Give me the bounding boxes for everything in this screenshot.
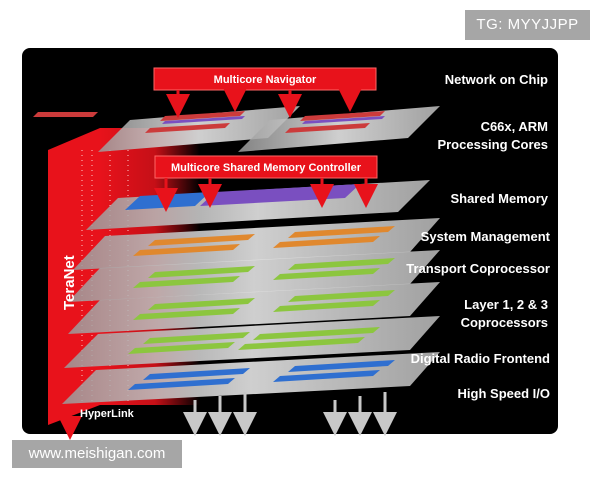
label-network-on-chip: Network on Chip — [445, 72, 548, 87]
watermark-bottom: www.meishigan.com — [12, 440, 182, 468]
navigator-box — [153, 67, 377, 91]
smc-label: Multicore Shared Memory Controller — [171, 162, 362, 174]
label-system-management: System Management — [421, 229, 551, 244]
teranet-label: TeraNet — [61, 255, 78, 310]
label-digital-radio-frontend: Digital Radio Frontend — [411, 351, 550, 366]
io-arrows — [183, 392, 397, 436]
label-c66x-arm: C66x, ARM — [481, 119, 548, 134]
label-transport-coprocessor: Transport Coprocessor — [406, 261, 550, 276]
label-coprocessors: Coprocessors — [461, 315, 548, 330]
multicore-navigator: Multicore Navigator — [153, 67, 377, 118]
label-layer-123: Layer 1, 2 & 3 — [464, 297, 548, 312]
navigator-label: Multicore Navigator — [214, 74, 317, 86]
smc-box — [154, 155, 378, 179]
watermark-top: TG: MYYJJPP — [465, 10, 590, 40]
shared-memory-controller: Multicore Shared Memory Controller — [154, 155, 378, 212]
label-processing-cores: Processing Cores — [437, 137, 548, 152]
hyperlink-label: HyperLink — [80, 408, 135, 420]
label-shared-memory: Shared Memory — [450, 191, 548, 206]
layer-labels: Network on Chip C66x, ARM Processing Cor… — [406, 72, 550, 401]
label-high-speed-io: High Speed I/O — [458, 386, 550, 401]
hyperlink: HyperLink — [58, 405, 135, 440]
